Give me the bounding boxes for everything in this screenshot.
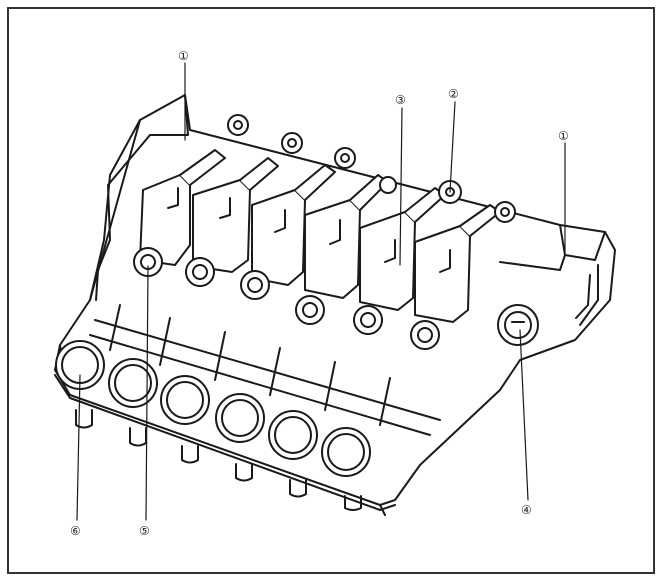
callout-4: ④ (521, 503, 532, 517)
svg-text:①: ① (178, 49, 189, 63)
leader-lines (76, 62, 566, 521)
svg-text:⑤: ⑤ (139, 524, 150, 538)
saddle-1 (139, 149, 226, 266)
saddle-6 (414, 204, 501, 323)
callout-5: ⑤ (139, 524, 150, 538)
fine-tuner-knobs (55, 340, 371, 477)
svg-text:③: ③ (395, 93, 406, 107)
callout-2: ② (448, 87, 459, 101)
saddle-lock-bolts (133, 247, 440, 350)
svg-text:②: ② (448, 87, 459, 101)
callout-1b: ① (558, 129, 569, 143)
saddle-2 (192, 157, 279, 273)
callout-1a: ① (178, 49, 189, 63)
base-right-block (559, 224, 606, 261)
tremolo-arm-socket (497, 304, 539, 346)
svg-text:④: ④ (521, 503, 532, 517)
string-lock-ridges (89, 304, 441, 436)
saddle-3 (251, 164, 336, 286)
svg-text:①: ① (558, 129, 569, 143)
callout-6: ⑥ (70, 524, 81, 538)
svg-text:⑥: ⑥ (70, 524, 81, 538)
underside-screws (75, 409, 362, 511)
base-front-edge (54, 374, 396, 511)
saddle-4 (304, 174, 389, 299)
callout-3: ③ (395, 93, 406, 107)
